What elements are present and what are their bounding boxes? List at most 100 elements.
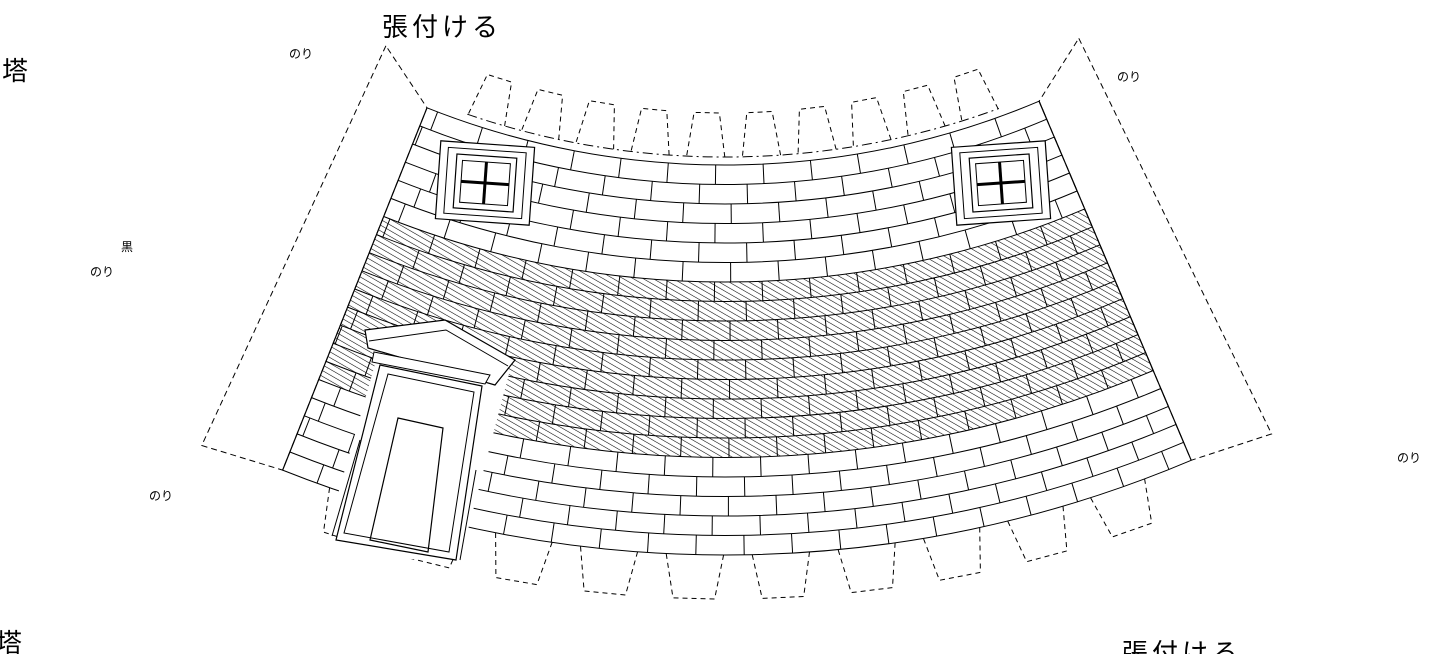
- brick-joint: [317, 465, 324, 483]
- brick-joint: [431, 112, 438, 130]
- brick-joint: [933, 517, 937, 536]
- brick-joint: [873, 191, 876, 210]
- glue-tab-bottom: [496, 533, 552, 585]
- brick-joint: [871, 487, 874, 506]
- brick-joint: [795, 182, 797, 201]
- window-left: [435, 141, 534, 225]
- brick-joint: [414, 189, 421, 207]
- brick-joint: [491, 233, 496, 252]
- brick-joint: [965, 471, 969, 490]
- brick-joint: [650, 240, 652, 259]
- brick-joint: [1026, 436, 1031, 455]
- brick-joint: [554, 227, 558, 246]
- brick-joint: [1072, 422, 1078, 441]
- brick-joint: [619, 158, 622, 177]
- glue-tab-bottom: [923, 528, 980, 581]
- glue-tab-top: [576, 101, 615, 150]
- brick-joint: [902, 443, 905, 462]
- brick-joint: [551, 523, 554, 542]
- brick-joint: [632, 493, 634, 512]
- glue-tab-top: [631, 108, 669, 155]
- brick-joint: [823, 492, 825, 512]
- top-fold-line: [467, 109, 999, 158]
- brick-joint: [571, 151, 575, 170]
- brick-joint: [808, 454, 809, 473]
- glue-tab-top: [468, 75, 512, 126]
- brick-joint: [586, 252, 589, 271]
- brick-joint: [776, 495, 777, 514]
- brick-joint: [1162, 451, 1169, 469]
- brick-joint: [839, 530, 841, 549]
- brick-joint: [504, 456, 508, 475]
- brick-joint: [1055, 200, 1062, 218]
- brick-joint: [667, 163, 668, 183]
- brick-joint: [1117, 406, 1124, 424]
- brick-joint: [318, 403, 325, 421]
- brick-joint: [683, 203, 684, 223]
- brick-joint: [762, 340, 763, 360]
- brick-joint: [398, 204, 405, 222]
- brick-joint: [555, 168, 559, 187]
- brick-joint: [666, 222, 667, 242]
- brick-joint: [697, 418, 698, 438]
- brick-joint: [1026, 496, 1031, 515]
- brick-joint: [918, 480, 921, 499]
- brick-joint: [763, 223, 764, 243]
- brick-joint: [430, 174, 437, 192]
- tower-label-top: 塔: [2, 57, 32, 87]
- brick-joint: [950, 194, 955, 213]
- brick-joint: [552, 464, 555, 483]
- brick-joint: [887, 465, 890, 484]
- brick-joint: [602, 235, 605, 254]
- glue-tab-top: [954, 69, 998, 121]
- brick-joint: [763, 164, 764, 184]
- brick-joint: [538, 244, 542, 263]
- brick-joint: [888, 228, 892, 247]
- glue-tab-top: [687, 112, 725, 157]
- brick-joint: [616, 511, 618, 530]
- attach-label-top: 張付ける: [382, 13, 502, 43]
- brick-joint: [664, 456, 665, 475]
- brick-joint: [1087, 396, 1093, 414]
- brick-joint: [618, 217, 620, 236]
- glue-tab-bottom: [838, 543, 895, 593]
- brick-joint: [839, 471, 841, 490]
- brick-joint: [651, 181, 653, 200]
- brick-joint: [761, 398, 762, 418]
- attach-label-bottom: 張付ける: [1122, 639, 1242, 654]
- brick-joint: [520, 439, 524, 458]
- glue-label-top-right: のり: [1117, 70, 1141, 84]
- brick-joint: [1087, 458, 1093, 477]
- brick-joint: [825, 257, 827, 276]
- brick-joint: [855, 509, 857, 528]
- brick-joint: [778, 261, 779, 281]
- brick-joint: [904, 145, 908, 164]
- brick-joint: [761, 457, 762, 477]
- brick-joint: [696, 535, 697, 555]
- brick-joint: [760, 516, 761, 536]
- window-right: [951, 141, 1050, 225]
- brick-joint: [792, 475, 793, 495]
- brick-joint: [810, 219, 812, 238]
- glue-tab-bottom: [666, 554, 723, 599]
- brick-joint: [616, 452, 618, 471]
- glue-tab-bottom: [1008, 506, 1067, 562]
- brick-joint: [779, 202, 780, 222]
- brick-joint: [570, 210, 573, 229]
- brick-joint: [857, 213, 860, 232]
- brick-joint: [699, 243, 700, 263]
- brick-joint: [1117, 468, 1124, 486]
- brick-joint: [599, 529, 601, 548]
- brick-joint: [584, 488, 586, 507]
- brick-joint: [935, 157, 940, 176]
- brick-joint: [902, 502, 905, 521]
- brick-joint: [1057, 447, 1063, 466]
- brick-joint: [808, 513, 809, 532]
- brick-joint: [995, 484, 1000, 503]
- brick-joint: [919, 181, 923, 200]
- glue-tab-top: [852, 98, 891, 147]
- brick-joint: [634, 258, 636, 277]
- brick-joint: [697, 360, 698, 380]
